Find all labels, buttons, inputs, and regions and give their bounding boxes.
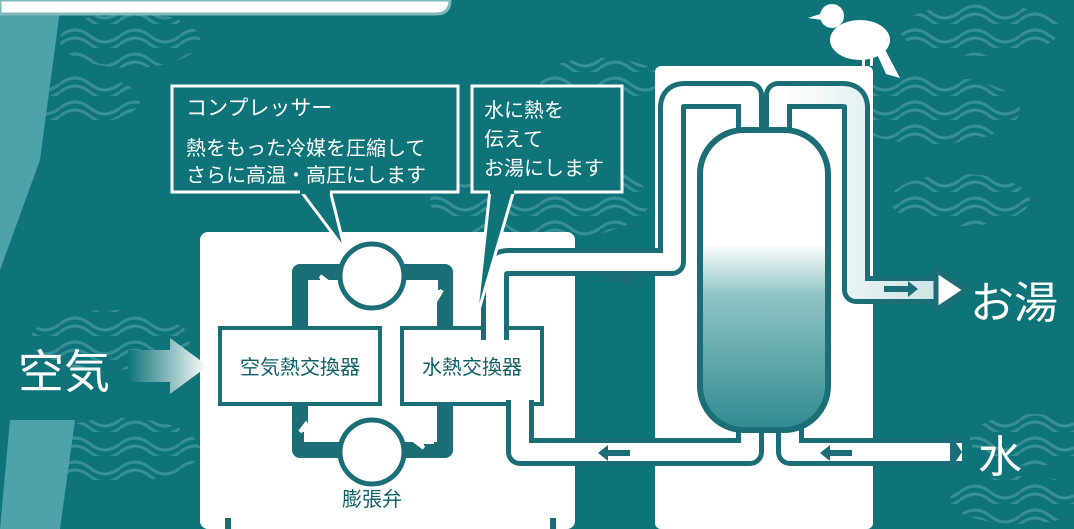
water-in-label: 水 — [978, 432, 1022, 483]
air-inflow-arrow — [128, 338, 208, 394]
compressor-callout-line2: さらに高温・高圧にします — [186, 163, 426, 187]
hot-water-pipe — [481, 81, 969, 340]
water-callout-line3: お湯にします — [484, 156, 604, 180]
water-heat-exchanger-box — [400, 326, 544, 406]
refrigerant-flow-arrows — [298, 274, 444, 450]
hot-water-label: お湯 — [970, 278, 1058, 329]
water-callout-line2: 伝えて — [484, 127, 543, 151]
banner-fragment-decoration — [0, 0, 452, 16]
compressor-callout — [170, 84, 460, 251]
expansion-valve-label: 膨張弁 — [342, 487, 402, 511]
water-callout-line1: 水に熱を — [484, 98, 564, 122]
water-flow-arrows — [598, 271, 918, 461]
water-heat-exchanger-label: 水熱交換器 — [422, 355, 522, 379]
compressor-callout-title: コンプレッサー — [186, 96, 332, 120]
tree-silhouette-decoration — [0, 10, 75, 529]
air-heat-exchanger-label: 空気熱交換器 — [240, 355, 360, 379]
air-heat-exchanger-box — [218, 326, 382, 406]
air-in-label: 空気 — [18, 345, 110, 399]
water-callout — [470, 84, 624, 321]
hot-water-tank — [697, 127, 831, 433]
compressor-icon — [337, 241, 407, 311]
expansion-valve-icon — [337, 417, 407, 487]
bird-icon — [808, 4, 900, 78]
compressor-callout-line1: 熱をもった冷媒を圧縮して — [186, 136, 425, 160]
